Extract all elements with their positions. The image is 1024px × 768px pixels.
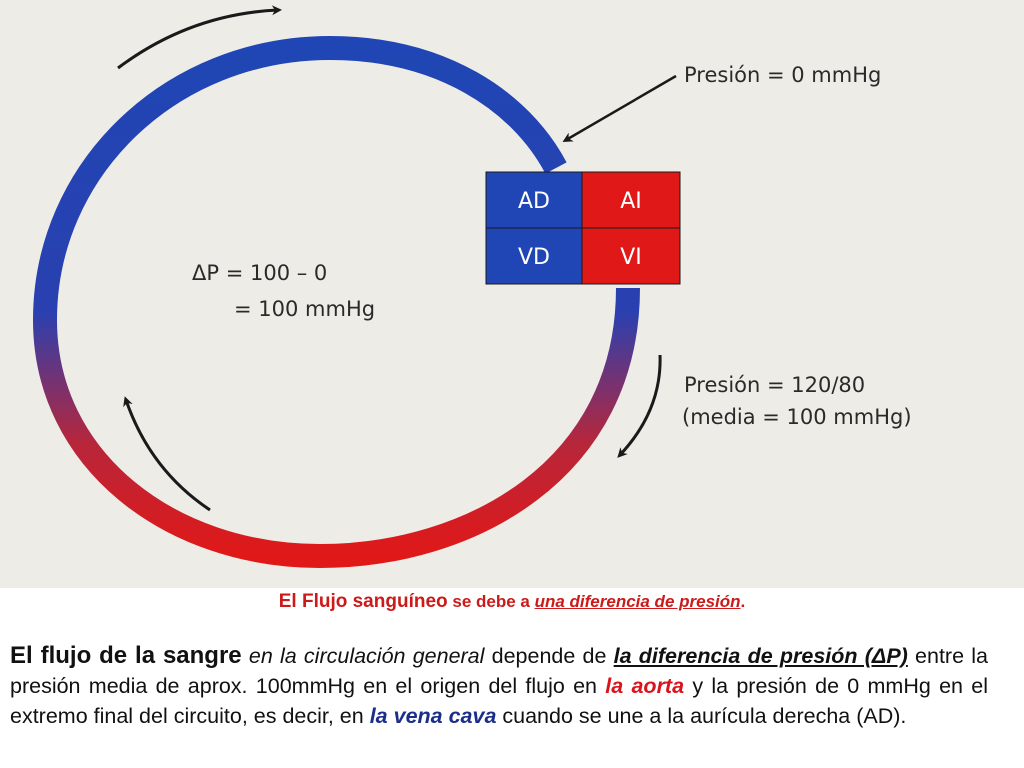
flow-arrow-left xyxy=(123,396,211,512)
paragraph-s9: cuando se une a la aurícula derecha (AD)… xyxy=(496,704,907,728)
paragraph-s2: en la circulación general xyxy=(241,644,485,668)
chamber-vi xyxy=(581,227,681,285)
paragraph-s7: y la presión de 0 mmHg en el extremo fin… xyxy=(10,674,988,728)
caption: El Flujo sanguíneo se debe a una diferen… xyxy=(0,591,1024,613)
pressure-bottom-line2: (media = 100 mmHg) xyxy=(682,405,912,429)
chamber-ai-label: AI xyxy=(620,189,642,214)
caption-part2: se debe a xyxy=(447,592,535,611)
chamber-vi-label: VI xyxy=(620,245,642,270)
pressure-bottom-line1: Presión = 120/80 xyxy=(684,373,865,397)
chamber-ad-label: AD xyxy=(518,189,550,214)
paragraph-s5: entre la presión media de aprox. 100mmHg… xyxy=(10,644,988,698)
circulation-loop xyxy=(32,35,640,569)
chamber-vd xyxy=(485,227,583,285)
heart-chambers: AD AI VD VI xyxy=(485,171,681,285)
paragraph-s4: la diferencia de presión (ΔP) xyxy=(613,644,908,668)
chamber-vd-label: VD xyxy=(518,245,550,270)
explanation-paragraph: El flujo de la sangre en la circulación … xyxy=(10,641,988,731)
flow-arrow-top xyxy=(117,5,282,70)
delta-pressure-line2: = 100 mmHg xyxy=(234,297,375,321)
delta-pressure-line1: ΔP = 100 – 0 xyxy=(192,261,327,285)
flow-arrow-right xyxy=(617,354,662,458)
paragraph-s3: depende de xyxy=(484,644,614,668)
paragraph-lead: El flujo de la sangre xyxy=(10,642,242,669)
paragraph-aorta: la aorta xyxy=(605,674,685,698)
caption-part4: . xyxy=(740,592,746,611)
caption-part3: una diferencia de presión xyxy=(534,592,741,611)
paragraph-vena-cava: la vena cava xyxy=(369,704,497,728)
pointer-arrow-top xyxy=(562,74,677,143)
diagram-area: AD AI VD VI Presión = 0 mmHg ΔP = 100 – … xyxy=(0,0,1024,588)
pressure-top-label: Presión = 0 mmHg xyxy=(684,63,881,87)
chamber-ai xyxy=(581,171,681,229)
circulation-diagram: AD AI VD VI Presión = 0 mmHg ΔP = 100 – … xyxy=(32,5,912,569)
caption-part1: El Flujo sanguíneo xyxy=(278,591,448,612)
